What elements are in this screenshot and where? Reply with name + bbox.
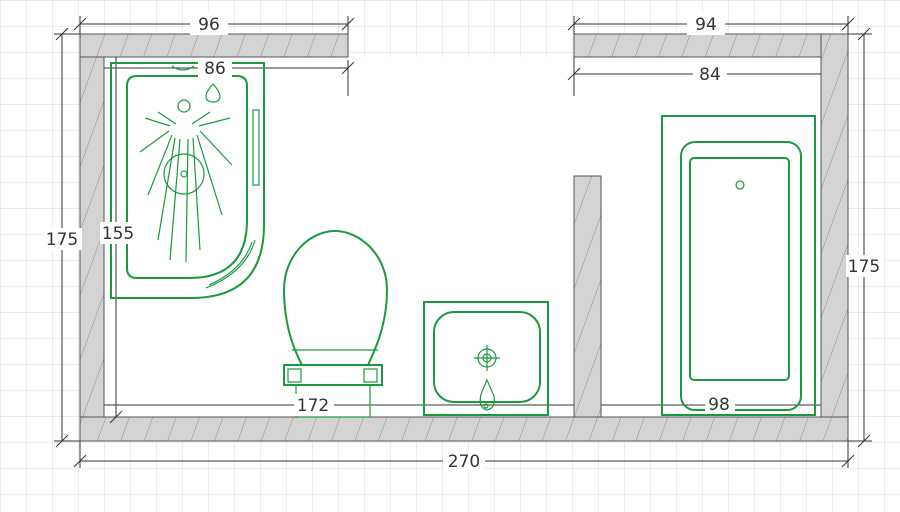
dim-inner-length: 172: [297, 396, 329, 416]
bathtub-drain-icon: [735, 180, 745, 190]
washbasin-bowl: [433, 311, 541, 403]
dim-total-length: 270: [448, 452, 480, 472]
shower-spray-icon: [139, 111, 233, 263]
washbasin-cabinet: [423, 301, 549, 416]
dim-shower-height: 155: [102, 224, 134, 244]
shower-head-icon: [171, 65, 195, 71]
bathtub-basin: [689, 157, 790, 381]
floor-area: [104, 57, 821, 417]
shower-door-handle: [252, 109, 260, 186]
walls: [79, 33, 849, 442]
wall-bottom: [79, 416, 849, 442]
toilet-flush-right: [363, 368, 378, 383]
toilet-flush-left: [287, 368, 302, 383]
bathtub-frame: [661, 115, 816, 416]
washbasin: [423, 301, 549, 416]
shower-door-arc: [205, 239, 256, 289]
dim-left-height: 175: [46, 230, 78, 250]
bathtub-rim: [680, 141, 802, 411]
shower-mixer: [177, 99, 191, 113]
dim-bath-width: 98: [708, 395, 730, 415]
dim-right-inner-width: 84: [699, 65, 721, 85]
dimension-labels: 96 86 94 84 175 155 175 172 98 270: [44, 13, 884, 472]
shower-soap-icon: [205, 83, 221, 103]
wall-top-left: [79, 33, 349, 58]
dim-right-height: 175: [848, 257, 880, 277]
shower-drain: [163, 153, 205, 195]
dim-top-left-width: 96: [198, 15, 220, 35]
wall-top-right: [573, 33, 849, 58]
shower-enclosure: [110, 62, 265, 299]
bathtub: [661, 115, 816, 416]
dim-top-right-width: 94: [695, 15, 717, 35]
wall-right: [820, 33, 849, 442]
wall-partition: [573, 175, 602, 418]
dim-shower-width: 86: [204, 59, 226, 79]
washbasin-tap-icon: [479, 378, 495, 411]
